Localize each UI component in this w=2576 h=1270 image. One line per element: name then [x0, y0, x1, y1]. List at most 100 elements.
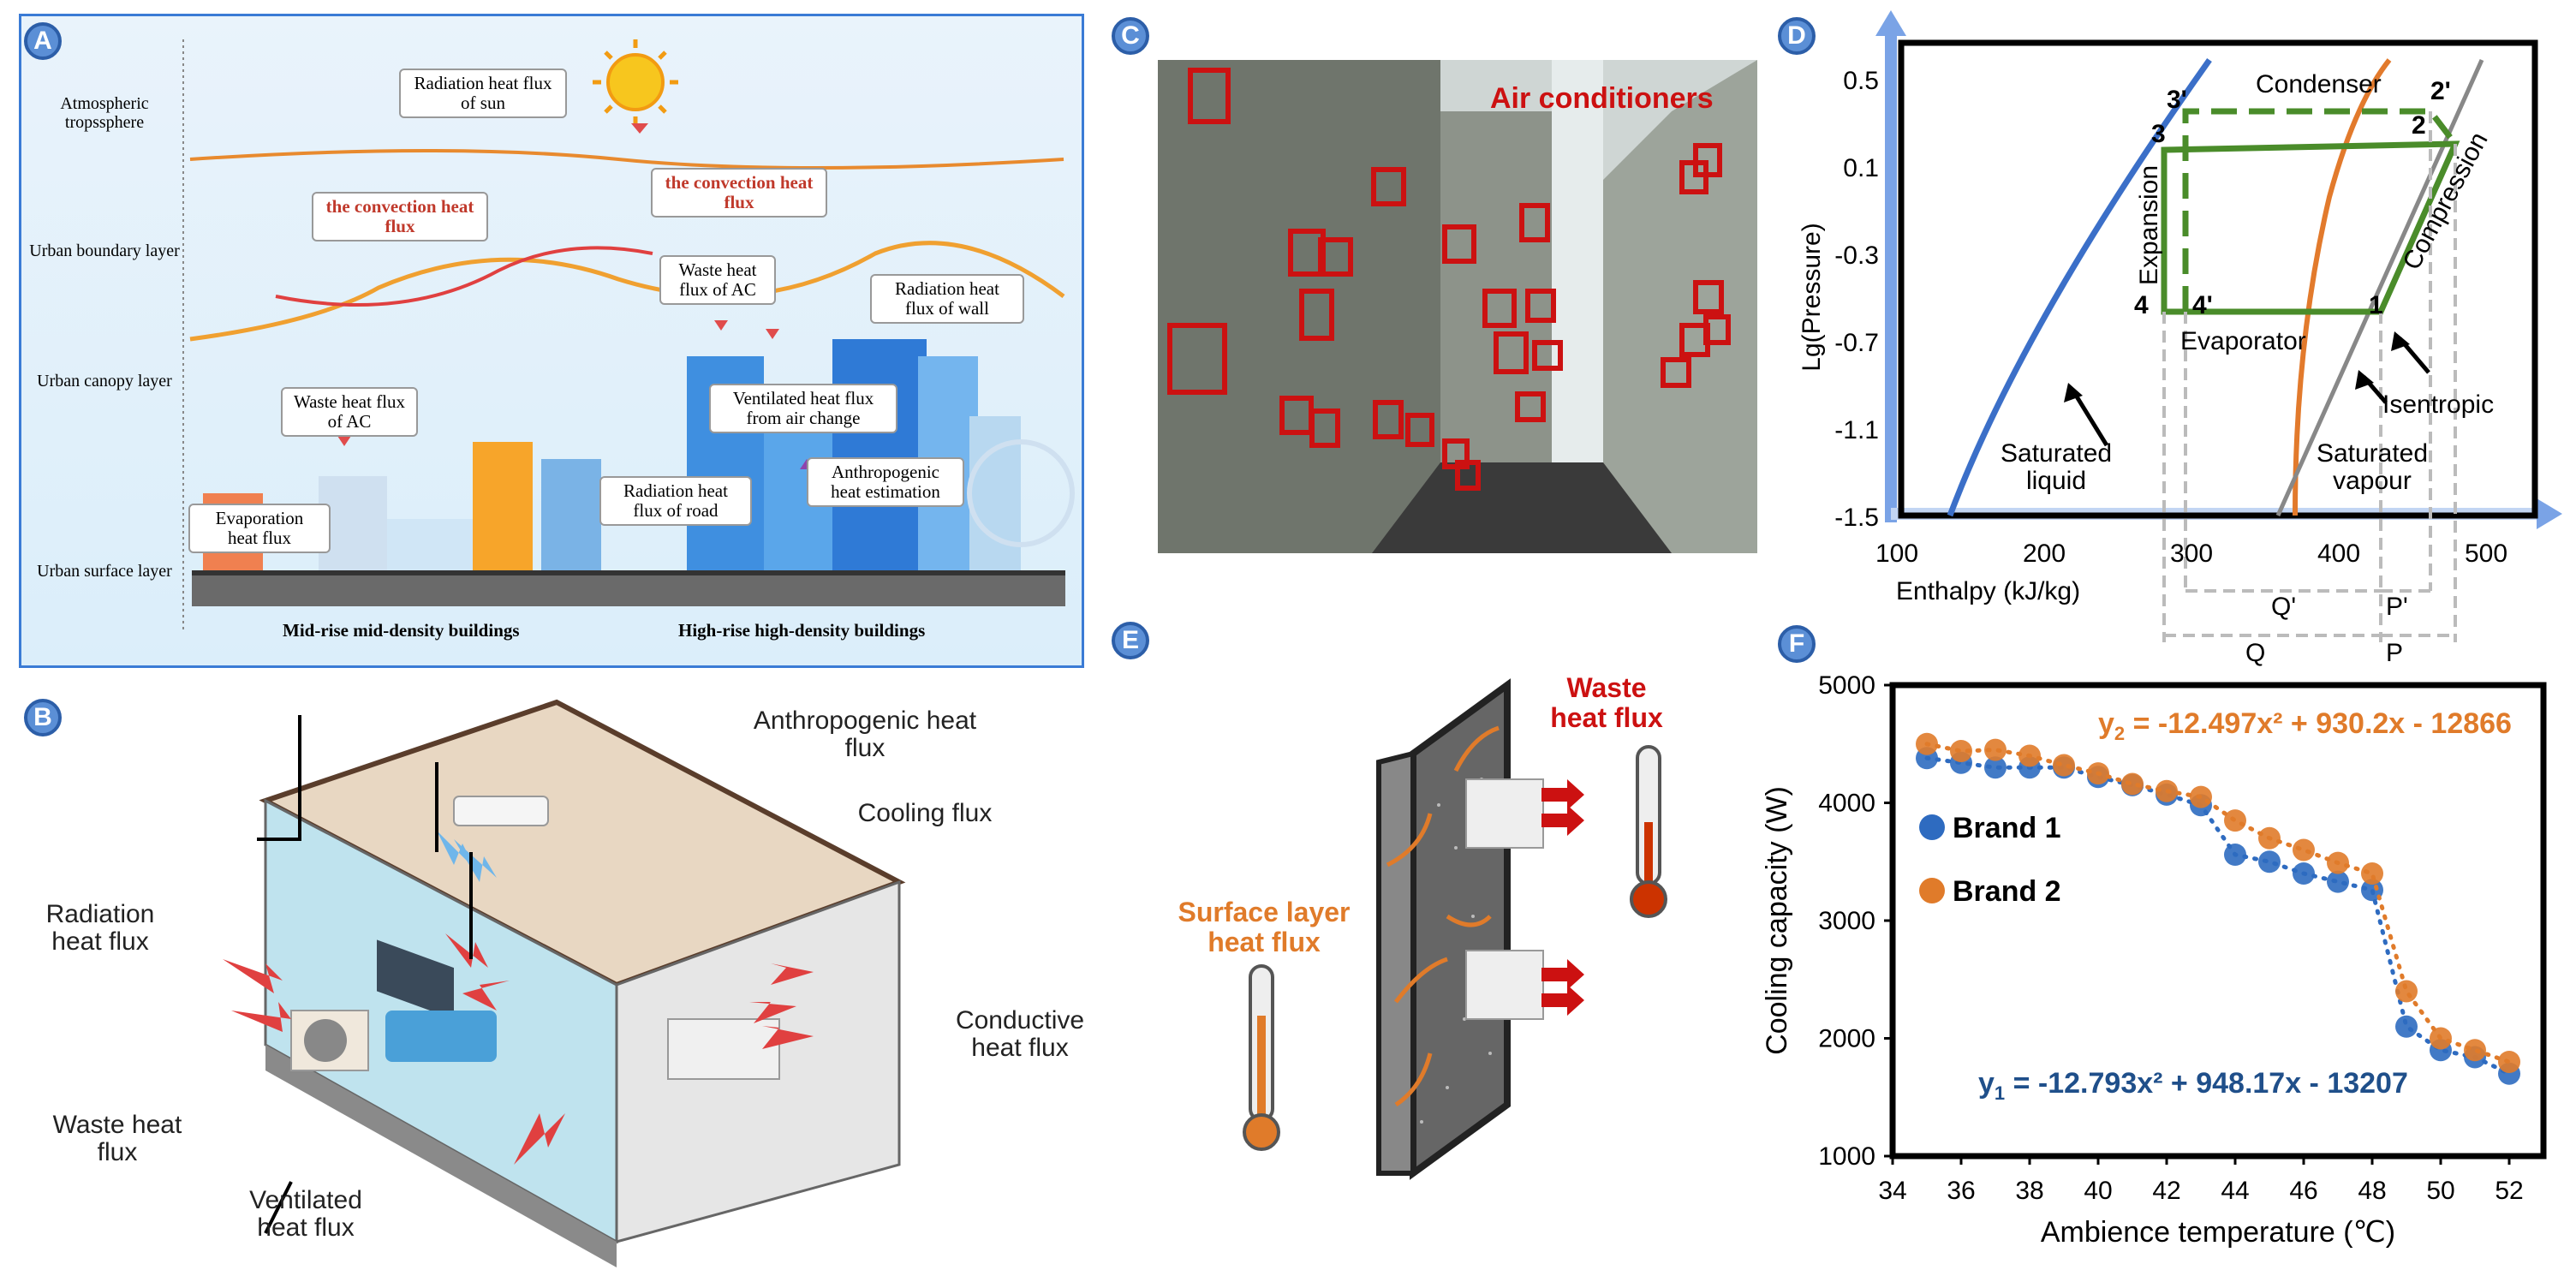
layer-label-surface: Urban surface layer: [37, 562, 172, 581]
legend-label: Brand 1: [1953, 812, 2061, 844]
label-radiation-heat-flux: Radiation heat flux: [45, 900, 155, 956]
label-evaporator: Evaporator: [2180, 327, 2306, 355]
y-tick-label: 3000: [1818, 907, 1875, 935]
data-point: [2258, 850, 2281, 873]
data-point: [2121, 772, 2144, 796]
data-point: [2395, 980, 2418, 1003]
data-point: [2156, 779, 2178, 802]
box-convection-2: the convection heat flux: [651, 168, 827, 218]
label-p-prime: P': [2386, 593, 2408, 621]
xtick: 100: [1875, 540, 1919, 568]
data-point: [2087, 762, 2109, 785]
box-evaporation: Evaporation heat flux: [188, 504, 331, 554]
data-point: [2464, 1039, 2486, 1062]
point-3: 3: [2151, 120, 2166, 148]
box-radiation-road: Radiation heat flux of road: [599, 476, 752, 527]
label-expansion: Expansion: [2135, 164, 2163, 286]
sun-icon: [593, 39, 678, 125]
point-4: 4: [2134, 291, 2149, 319]
legend-marker: [1919, 814, 1945, 840]
label-saturated-liquid: Saturated liquid: [2001, 439, 2113, 495]
panel-e-badge: E: [1112, 622, 1149, 659]
point-3-prime: 3': [2167, 86, 2187, 114]
panel-d-diagram: [1875, 10, 2562, 642]
data-point: [2327, 851, 2349, 874]
label-waste-heat-flux: Waste heat flux: [52, 1111, 182, 1166]
ytick: -1.5: [1834, 504, 1879, 532]
caption-mid-rise: Mid-rise mid-density buildings: [283, 620, 520, 641]
ytick: -0.7: [1834, 329, 1879, 357]
data-point: [1984, 738, 2007, 761]
x-axis-label: Ambience temperature (℃): [2041, 1216, 2395, 1249]
y-tick-label: 5000: [1818, 671, 1875, 700]
panel-d-xlabel: Enthalpy (kJ/kg): [1896, 577, 2081, 605]
y-tick-label: 1000: [1818, 1142, 1875, 1171]
label-q: Q: [2245, 639, 2266, 667]
panel-d-badge: D: [1778, 17, 1816, 55]
series-trend-line: [1924, 742, 2512, 1064]
data-point: [1984, 756, 2007, 779]
thermometer-icon: [1243, 964, 1280, 1151]
data-point: [2361, 862, 2383, 885]
label-waste-heat-flux-e: Waste heat flux: [1550, 672, 1663, 734]
point-2-prime: 2': [2430, 77, 2451, 105]
label-condenser: Condenser: [2256, 70, 2382, 98]
label-ventilated-heat-flux: Ventilated heat flux: [249, 1186, 362, 1242]
point-1: 1: [2369, 291, 2383, 319]
ytick: -0.3: [1834, 241, 1879, 270]
x-tick-label: 48: [2358, 1177, 2386, 1205]
panel-f-badge: F: [1778, 625, 1816, 663]
panel-b-room: [223, 699, 906, 1267]
layer-label-boundary: Urban boundary layer: [29, 241, 180, 260]
ytick: 0.5: [1843, 67, 1879, 95]
data-point: [2190, 785, 2212, 808]
x-tick-label: 44: [2221, 1177, 2249, 1205]
point-4-prime: 4': [2192, 291, 2213, 319]
data-point: [2224, 844, 2246, 866]
y-axis-label: Cooling capacity (W): [1761, 786, 1793, 1055]
data-point: [2430, 1027, 2452, 1050]
panel-c-badge: C: [1112, 17, 1149, 55]
data-point: [2327, 870, 2349, 893]
y-tick-label: 4000: [1818, 790, 1875, 818]
box-convection-1: the convection heat flux: [312, 192, 488, 242]
ytick: 0.1: [1843, 154, 1879, 182]
label-saturated-vapour: Saturated vapour: [2316, 439, 2429, 495]
panel-b-badge: B: [24, 699, 62, 736]
panel-d-ylabel: Lg(Pressure): [1798, 223, 1826, 372]
x-tick-label: 38: [2015, 1177, 2043, 1205]
panel-a-badge: A: [24, 22, 62, 60]
panel-c-photo: [1158, 60, 1757, 553]
box-waste-ac-low: Waste heat flux of AC: [281, 387, 418, 438]
data-point: [2293, 862, 2315, 885]
y-tick-label: 2000: [1818, 1025, 1875, 1053]
box-radiation-wall: Radiation heat flux of wall: [870, 274, 1024, 325]
label-surface-layer-heat-flux: Surface layer heat flux: [1178, 897, 1351, 958]
xtick: 300: [2170, 540, 2214, 568]
x-tick-label: 42: [2152, 1177, 2180, 1205]
label-cooling-flux: Cooling flux: [857, 799, 993, 827]
x-tick-label: 46: [2289, 1177, 2317, 1205]
box-radiation-sun: Radiation heat flux of sun: [399, 69, 567, 119]
legend-marker: [1919, 878, 1945, 903]
xtick: 200: [2023, 540, 2066, 568]
box-anthropogenic: Anthropogenic heat estimation: [807, 457, 964, 508]
legend-label: Brand 2: [1953, 875, 2061, 908]
label-p: P: [2386, 639, 2404, 667]
panel-e-wall: [1243, 678, 1667, 1180]
thermometer-icon: [1630, 745, 1667, 918]
data-point: [1916, 732, 1938, 755]
ytick: -1.1: [1834, 416, 1879, 444]
trend-equation: y2 = -12.497x² + 930.2x - 12866: [2098, 707, 2512, 744]
point-2: 2: [2412, 111, 2426, 140]
series-trend-line: [1924, 755, 2512, 1076]
data-point: [2395, 1015, 2418, 1038]
box-ventilated: Ventilated heat flux from air change: [709, 384, 897, 434]
x-tick-label: 52: [2495, 1177, 2523, 1205]
caption-high-rise: High-rise high-density buildings: [678, 620, 926, 641]
data-point: [2258, 826, 2281, 850]
data-point: [2293, 838, 2315, 862]
layer-label-canopy: Urban canopy layer: [37, 372, 172, 391]
label-anthropogenic-heat-flux: Anthropogenic heat flux: [753, 707, 977, 762]
